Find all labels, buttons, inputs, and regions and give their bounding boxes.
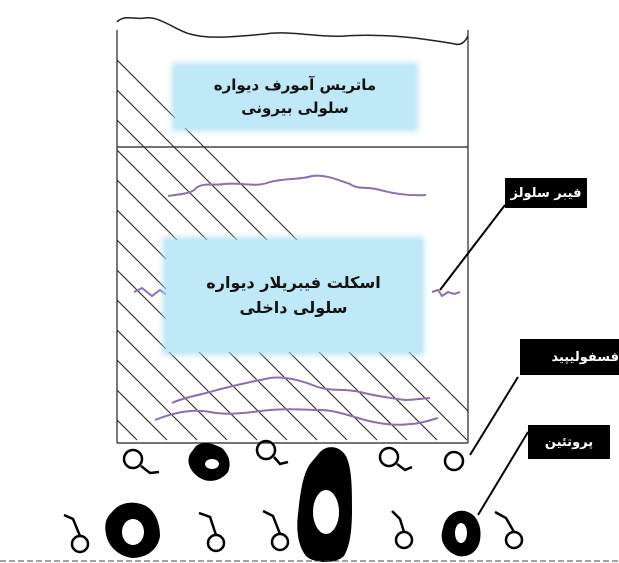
- phospholipid: [63, 513, 90, 554]
- cellulose-fiber-tag: فیبر سلولز: [505, 178, 587, 208]
- protein-tag: پروتئین: [528, 425, 610, 459]
- phospholipid-upper-row: [122, 439, 465, 475]
- protein-tag-text: پروتئین: [544, 434, 594, 450]
- protein: [188, 442, 230, 481]
- protein-pointer: [477, 431, 529, 516]
- outer-wall-wavy-edge: [116, 16, 469, 46]
- phospholipid: [262, 509, 290, 552]
- inner-skeleton-label: اسکلت فیبریلار دیواره سلولی داخلی: [166, 240, 421, 352]
- inner-skeleton-text: اسکلت فیبریلار دیواره سلولی داخلی: [206, 273, 381, 317]
- phospholipid: [255, 439, 289, 466]
- cellulose-fiber-tag-text: فیبر سلولز: [510, 185, 582, 201]
- outer-matrix-text: ماتریس آمورف دیواره سلولی بیرونی: [213, 75, 377, 117]
- phospholipid: [122, 448, 160, 475]
- phospholipid: [198, 511, 226, 553]
- phospholipid: [443, 450, 465, 472]
- cellulose-fiber-pointer: [439, 204, 506, 291]
- outer-matrix-label: ماتریس آمورف دیواره سلولی بیرونی: [175, 66, 415, 128]
- protein: [297, 447, 352, 562]
- phospholipid-tag: فسفولیپید: [520, 339, 619, 375]
- protein: [441, 510, 481, 557]
- phospholipid: [391, 510, 414, 550]
- phospholipid-tag-text: فسفولیپید: [551, 349, 619, 365]
- cellulose-fibers: [133, 174, 461, 426]
- protein: [105, 502, 160, 558]
- phospholipid: [378, 446, 413, 472]
- phospholipid: [494, 510, 524, 550]
- phospholipid-pointer: [469, 376, 519, 456]
- phospholipid-lower-row: [63, 509, 524, 554]
